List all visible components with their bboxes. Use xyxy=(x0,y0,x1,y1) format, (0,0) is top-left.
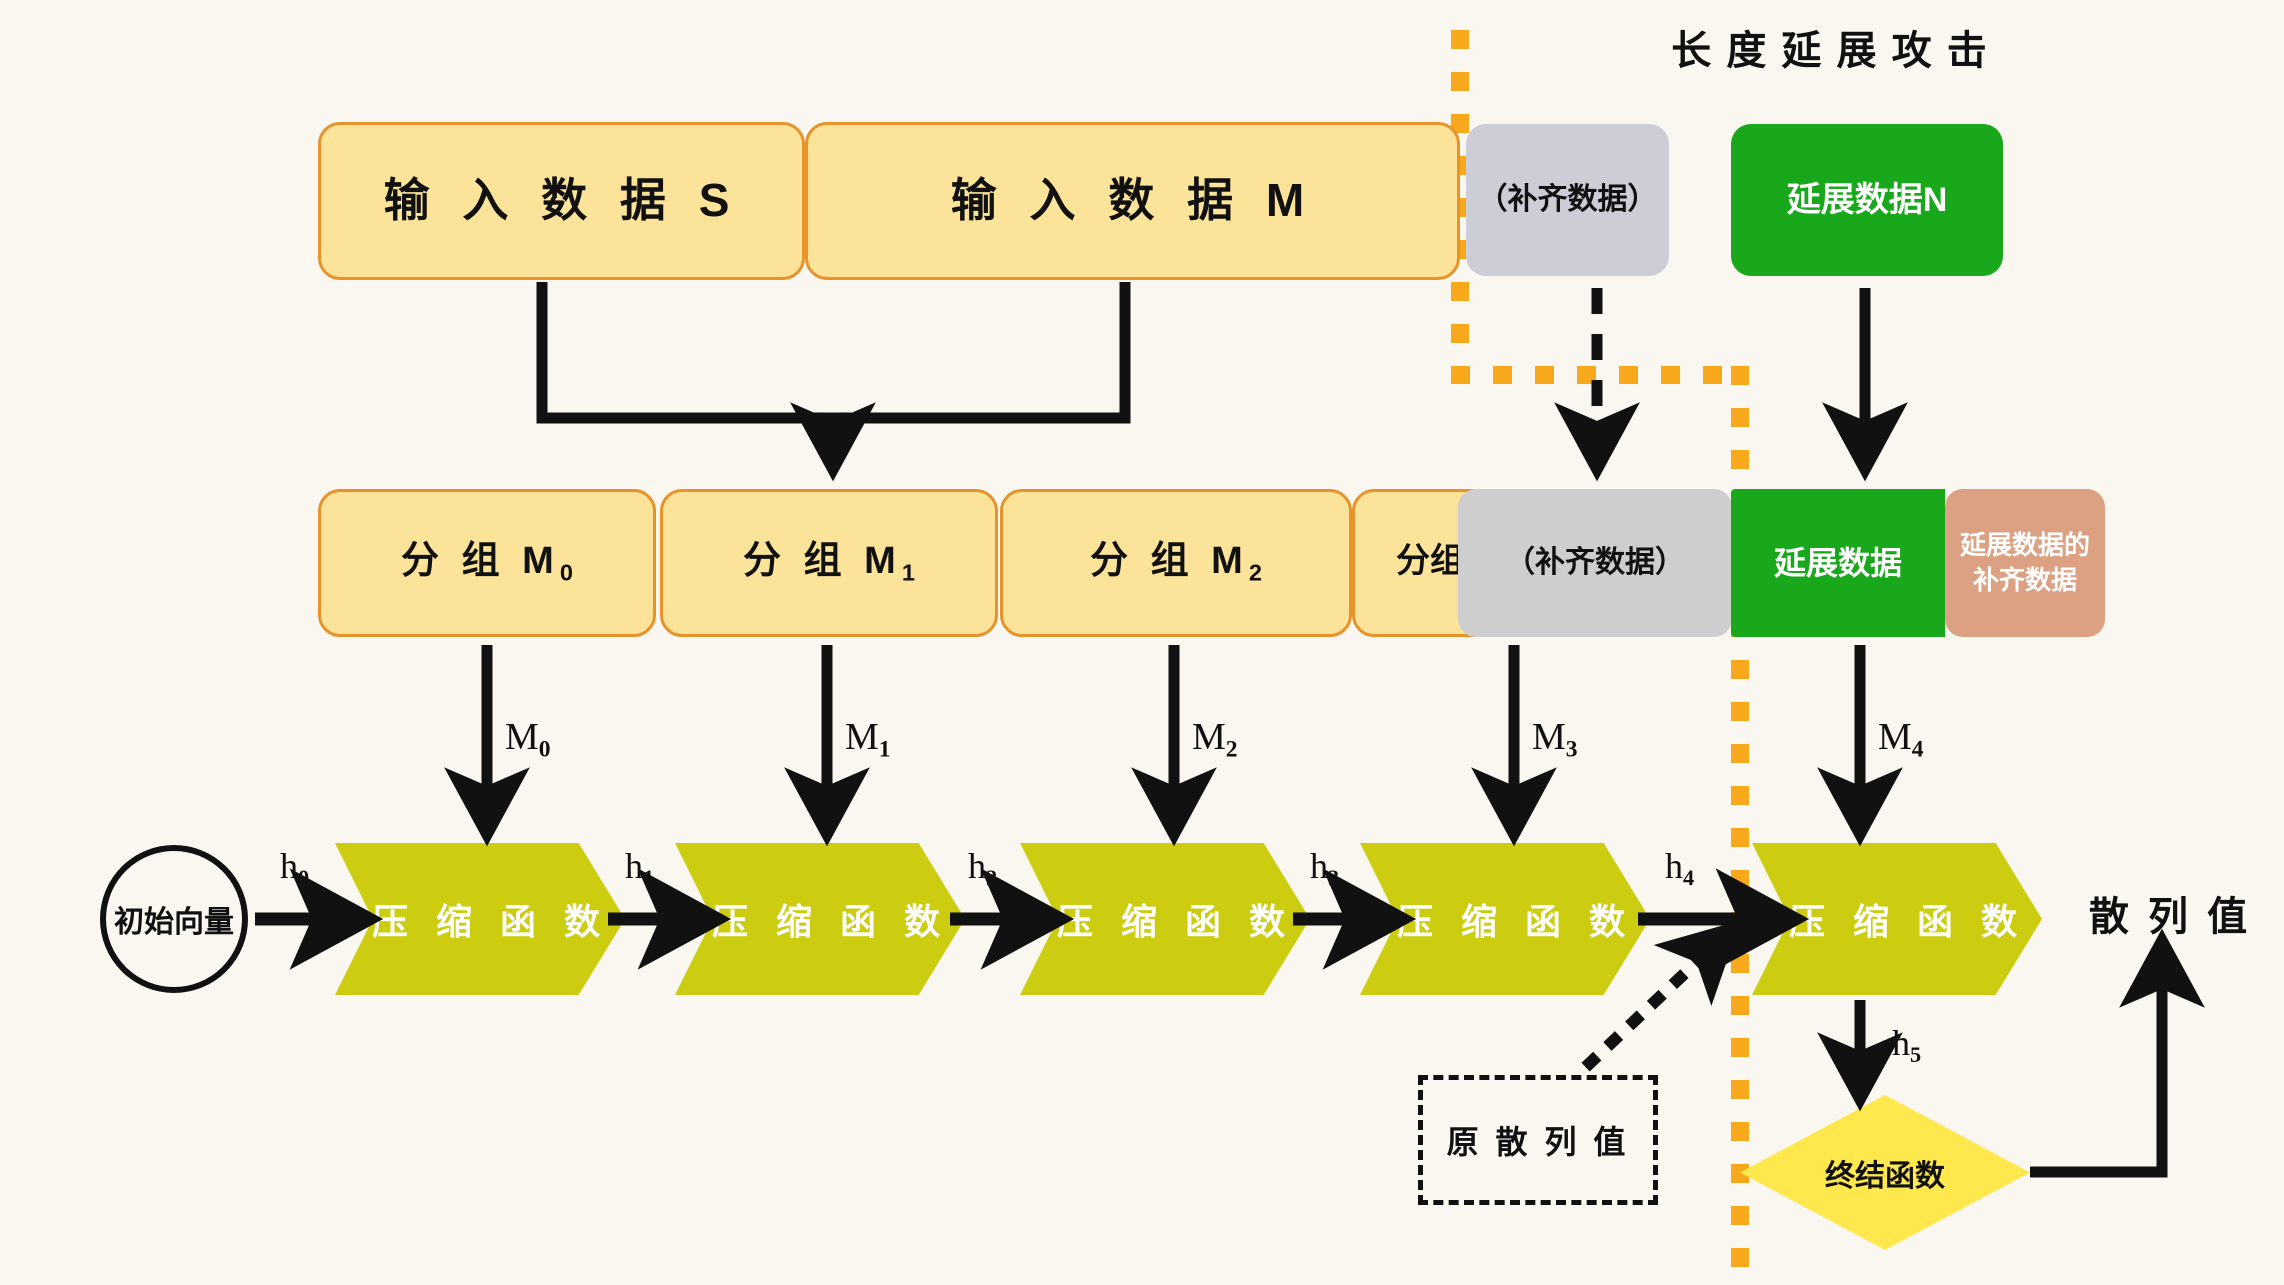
block-to-compression-arrows xyxy=(444,645,1903,847)
block-extension-padding-box: 延展数据的 补齐数据 xyxy=(1945,489,2105,637)
message-label-m3: M3 xyxy=(1532,716,1578,763)
original-hash-value-label: 原 散 列 值 xyxy=(1446,1124,1630,1160)
input-data-m-box: 输 入 数 据 M xyxy=(805,122,1460,280)
compression-function-label-5: 压 缩 函 数 xyxy=(1788,901,2026,942)
initial-vector-circle: 初始向量 xyxy=(100,845,248,993)
input-join-bracket xyxy=(536,282,1131,482)
hash-output-arrow xyxy=(2030,928,2205,1178)
block-m0-label: 分 组 M0 xyxy=(401,540,573,586)
finalization-function-diamond: 终结函数 xyxy=(1740,1095,2030,1250)
input-data-s-label: 输 入 数 据 S xyxy=(383,174,740,227)
block-m0-box: 分 组 M0 xyxy=(318,489,656,637)
chain-value-label-h5: h5 xyxy=(1892,1023,1922,1068)
original-hash-value-box: 原 散 列 值 xyxy=(1418,1075,1658,1205)
message-label-m0: M0 xyxy=(505,716,551,763)
block-extension-data-box: 延展数据 xyxy=(1731,489,1945,637)
block-padding-box: （补齐数据） xyxy=(1458,489,1732,637)
input-data-m-label: 输 入 数 据 M xyxy=(950,174,1315,227)
finalization-function-label: 终结函数 xyxy=(1825,1159,1945,1193)
message-label-m1: M1 xyxy=(845,716,891,763)
message-label-m4: M4 xyxy=(1878,716,1924,763)
chain-value-label-h2: h2 xyxy=(968,846,998,891)
block-extension-data-label: 延展数据 xyxy=(1773,545,1902,581)
extension-data-n-label: 延展数据N xyxy=(1786,180,1948,219)
compression-function-1: 压 缩 函 数 xyxy=(335,843,625,995)
block-padding-label: （补齐数据） xyxy=(1505,546,1685,580)
chain-value-label-h1: h1 xyxy=(625,846,655,891)
diagram-title: 长 度 延 展 攻 击 xyxy=(1671,29,1989,73)
chain-value-label-h0: h0 xyxy=(280,846,310,891)
compression-function-label-3: 压 缩 函 数 xyxy=(1056,901,1294,942)
message-label-m2: M2 xyxy=(1192,716,1238,763)
attack-boundary-horizontal xyxy=(1451,366,1749,384)
block-m1-label: 分 组 M1 xyxy=(743,540,915,586)
compression-function-label-4: 压 缩 函 数 xyxy=(1396,901,1634,942)
block-extension-padding-label-line1: 延展数据的 xyxy=(1959,529,2090,560)
extension-data-n-box: 延展数据N xyxy=(1731,124,2003,276)
compression-function-2: 压 缩 函 数 xyxy=(675,843,965,995)
compression-function-label-1: 压 缩 函 数 xyxy=(371,901,609,942)
input-data-s-box: 输 入 数 据 S xyxy=(318,122,805,280)
block-extension-padding-label-line2: 补齐数据 xyxy=(1972,565,2077,595)
hash-output-label: 散 列 值 xyxy=(2088,895,2252,939)
block-m2-label: 分 组 M2 xyxy=(1090,540,1262,586)
compression-function-label-2: 压 缩 函 数 xyxy=(711,901,949,942)
attack-boundary-vertical-upper xyxy=(1451,30,1469,375)
compression-function-3: 压 缩 函 数 xyxy=(1020,843,1310,995)
block-m2-box: 分 组 M2 xyxy=(1000,489,1352,637)
compression-function-5: 压 缩 函 数 xyxy=(1752,843,2042,995)
initial-vector-label: 初始向量 xyxy=(114,906,234,939)
input-padding-box: （补齐数据） xyxy=(1466,124,1669,276)
compression-function-4: 压 缩 函 数 xyxy=(1360,843,1650,995)
chain-value-label-h4: h4 xyxy=(1665,846,1695,891)
chain-value-label-h3: h3 xyxy=(1310,846,1340,891)
input-padding-label: （补齐数据） xyxy=(1477,183,1658,217)
block-m1-box: 分 组 M1 xyxy=(660,489,998,637)
